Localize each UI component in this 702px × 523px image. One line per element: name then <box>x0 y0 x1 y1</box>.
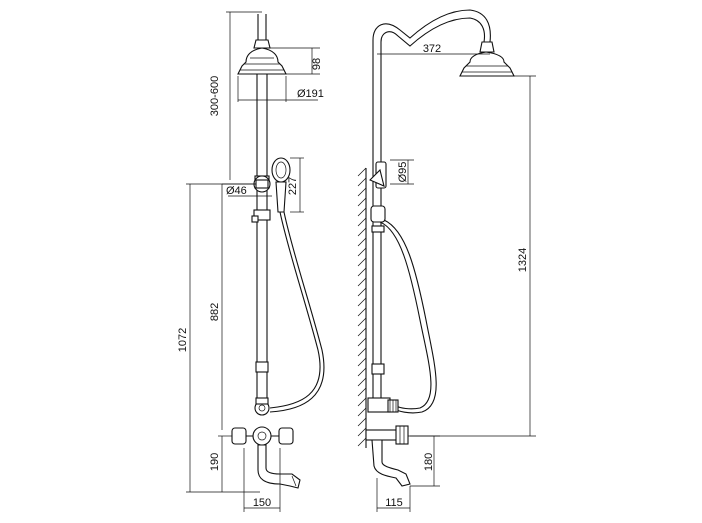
dim-handshower-length: 227 <box>287 177 299 195</box>
dim-head-diameter: Ø191 <box>297 88 324 100</box>
dim-spout-height: 190 <box>209 453 221 471</box>
dim-side-height: 1324 <box>517 248 529 272</box>
dim-wall-height: 180 <box>423 453 435 471</box>
dim-bar-height: 882 <box>209 303 221 321</box>
dim-mixer-width: 150 <box>253 497 271 509</box>
dim-head-height: 98 <box>311 58 323 70</box>
shower-head-front <box>237 47 287 75</box>
dim-arm-reach: 372 <box>423 43 441 55</box>
dim-adjust-range: 300-600 <box>209 76 221 116</box>
spout-side <box>371 439 411 487</box>
dim-wall-depth: 115 <box>385 497 403 509</box>
side-view <box>357 9 536 512</box>
front-view <box>186 11 325 512</box>
spout-front <box>257 444 301 489</box>
shower-head-side <box>459 51 515 77</box>
dim-side-diameter: Ø95 <box>397 162 409 183</box>
dim-holder-diameter: Ø46 <box>226 185 247 197</box>
dim-total-height: 1072 <box>177 328 189 352</box>
